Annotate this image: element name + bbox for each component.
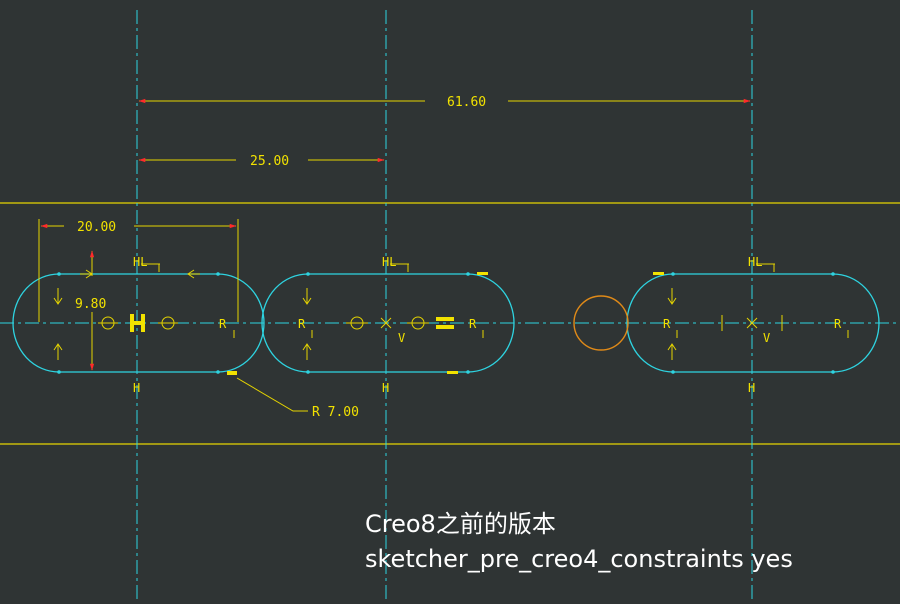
svg-text:H: H: [382, 381, 389, 395]
svg-text:HL: HL: [133, 255, 147, 269]
slot-1-symmetric-marker: [130, 314, 145, 332]
svg-text:HL: HL: [382, 255, 396, 269]
slot-2-equal-marker: [436, 272, 488, 374]
svg-text:HL: HL: [748, 255, 762, 269]
slot-2-constraint-labels: HL H R R V: [298, 255, 477, 395]
dimension-slot-height[interactable]: 9.80: [75, 250, 106, 371]
slot-3-constraint-symbols: [667, 263, 849, 360]
caption-config-option: sketcher_pre_creo4_constraints yes: [365, 545, 793, 573]
svg-text:R: R: [834, 317, 842, 331]
vertex-points: [57, 272, 835, 374]
dimension-radius-label[interactable]: R 7.00: [312, 405, 359, 420]
svg-text:R: R: [469, 317, 477, 331]
slot-1-constraint-symbols: [53, 263, 235, 360]
dimension-radius[interactable]: R 7.00: [227, 371, 359, 420]
svg-text:V: V: [763, 331, 770, 345]
svg-text:H: H: [748, 381, 755, 395]
slot-3-constraint-labels: HL H R R V: [663, 255, 842, 395]
svg-text:H: H: [133, 381, 140, 395]
slot-1-constraint-labels: HL H R: [133, 255, 227, 395]
svg-text:R: R: [663, 317, 671, 331]
dimension-slot-height-label[interactable]: 9.80: [75, 297, 106, 312]
caption-version: Creo8之前的版本: [365, 510, 556, 538]
circle[interactable]: [573, 295, 629, 351]
dimension-slot-spacing-label[interactable]: 25.00: [250, 154, 289, 169]
dimension-slot-length-label[interactable]: 20.00: [77, 220, 116, 235]
svg-text:V: V: [398, 331, 405, 345]
dimension-slot-spacing[interactable]: 25.00: [138, 154, 385, 169]
slot-2-constraint-symbols: [302, 263, 484, 360]
slot-3-marker: [653, 272, 664, 275]
svg-text:R: R: [298, 317, 306, 331]
dimension-overall[interactable]: 61.60: [138, 95, 751, 110]
dimension-overall-label[interactable]: 61.60: [447, 95, 486, 110]
svg-text:R: R: [219, 317, 227, 331]
dimension-slot-length[interactable]: 20.00: [38, 219, 239, 322]
